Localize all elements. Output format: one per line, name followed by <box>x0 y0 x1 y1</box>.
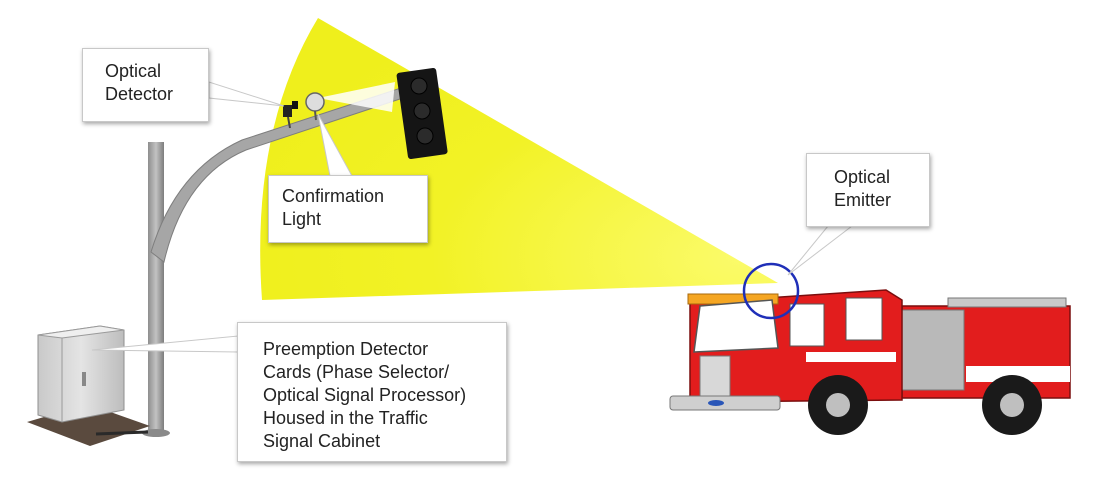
callout-line: Optical <box>834 167 891 187</box>
callout-line: Confirmation <box>282 186 385 206</box>
traffic-signal-head-icon <box>396 68 448 159</box>
detector-cards-callout: Preemption Detector Cards (Phase Selecto… <box>237 322 507 462</box>
callout-line: Optical <box>105 61 162 81</box>
traffic-signal-cabinet-icon <box>27 325 150 446</box>
emitter-pointer <box>787 225 854 276</box>
detector-pointer <box>208 81 285 107</box>
confirmation-light-icon <box>305 92 325 121</box>
optical-detector-callout: Optical Detector <box>82 48 209 122</box>
callout-line: Housed in the Traffic <box>263 408 428 428</box>
callout-line: Light <box>282 209 322 229</box>
callout-line: Optical Signal Processor) <box>263 385 467 405</box>
optical-emitter-ring <box>742 262 800 320</box>
confirmation-light-glow <box>318 82 395 112</box>
confirmation-light-callout: Confirmation Light <box>268 175 428 243</box>
optical-detector-icon <box>283 101 298 129</box>
optical-emitter-callout: Optical Emitter <box>806 153 930 227</box>
callout-line: Emitter <box>834 190 892 210</box>
callout-line: Detector <box>105 84 174 104</box>
fire-truck-icon <box>669 289 1071 435</box>
callout-line: Preemption Detector <box>263 339 429 359</box>
callout-line: Signal Cabinet <box>263 431 381 451</box>
callout-line: Cards (Phase Selector/ <box>263 362 450 382</box>
